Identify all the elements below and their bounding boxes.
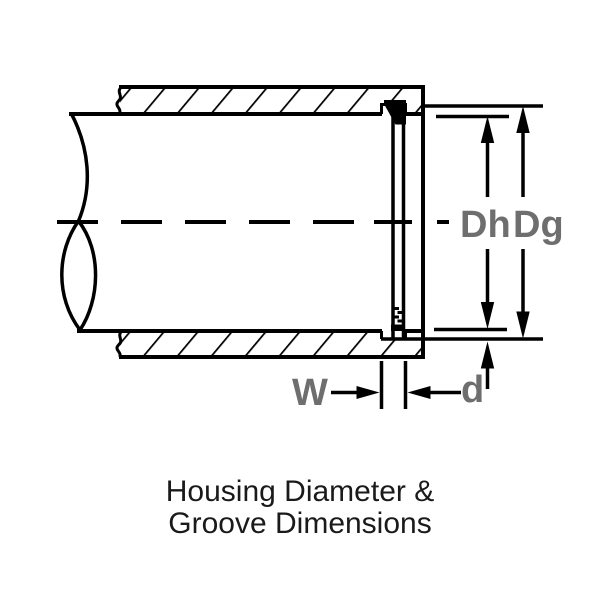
label-dh: Dh xyxy=(460,204,511,246)
top-wall-hatch xyxy=(120,86,423,115)
break-edge-top xyxy=(115,85,123,115)
w-arrowhead-right xyxy=(356,386,380,399)
ring-section-hatch-ticks xyxy=(394,307,403,323)
d-dimension: d xyxy=(407,341,495,411)
dg-dimension: Dg xyxy=(381,104,564,341)
break-edge-bottom xyxy=(115,329,124,358)
caption: Housing Diameter & Groove Dimensions xyxy=(166,475,434,540)
cylinder-break-curve xyxy=(60,112,98,332)
w-dimension: W xyxy=(292,361,408,414)
dh-arrowhead-up xyxy=(480,116,495,143)
caption-line-1: Housing Diameter & xyxy=(166,475,434,508)
dg-arrowhead-up xyxy=(516,106,530,133)
label-d: d xyxy=(461,369,484,411)
dh-arrowhead-down xyxy=(480,302,495,329)
dg-arrowhead-down xyxy=(516,311,530,339)
ring-section-top xyxy=(384,100,406,125)
caption-line-2: Groove Dimensions xyxy=(168,507,431,540)
retaining-ring xyxy=(384,100,406,340)
dh-dimension: Dh xyxy=(434,114,511,332)
bottom-wall-hatch xyxy=(120,330,423,358)
ring-section-bottom xyxy=(391,307,405,331)
d-arrowhead-left xyxy=(407,386,431,399)
ring-section-bar xyxy=(391,324,405,331)
label-dg: Dg xyxy=(513,204,564,246)
d-arrowhead-up xyxy=(480,341,495,369)
label-w: W xyxy=(292,372,328,414)
